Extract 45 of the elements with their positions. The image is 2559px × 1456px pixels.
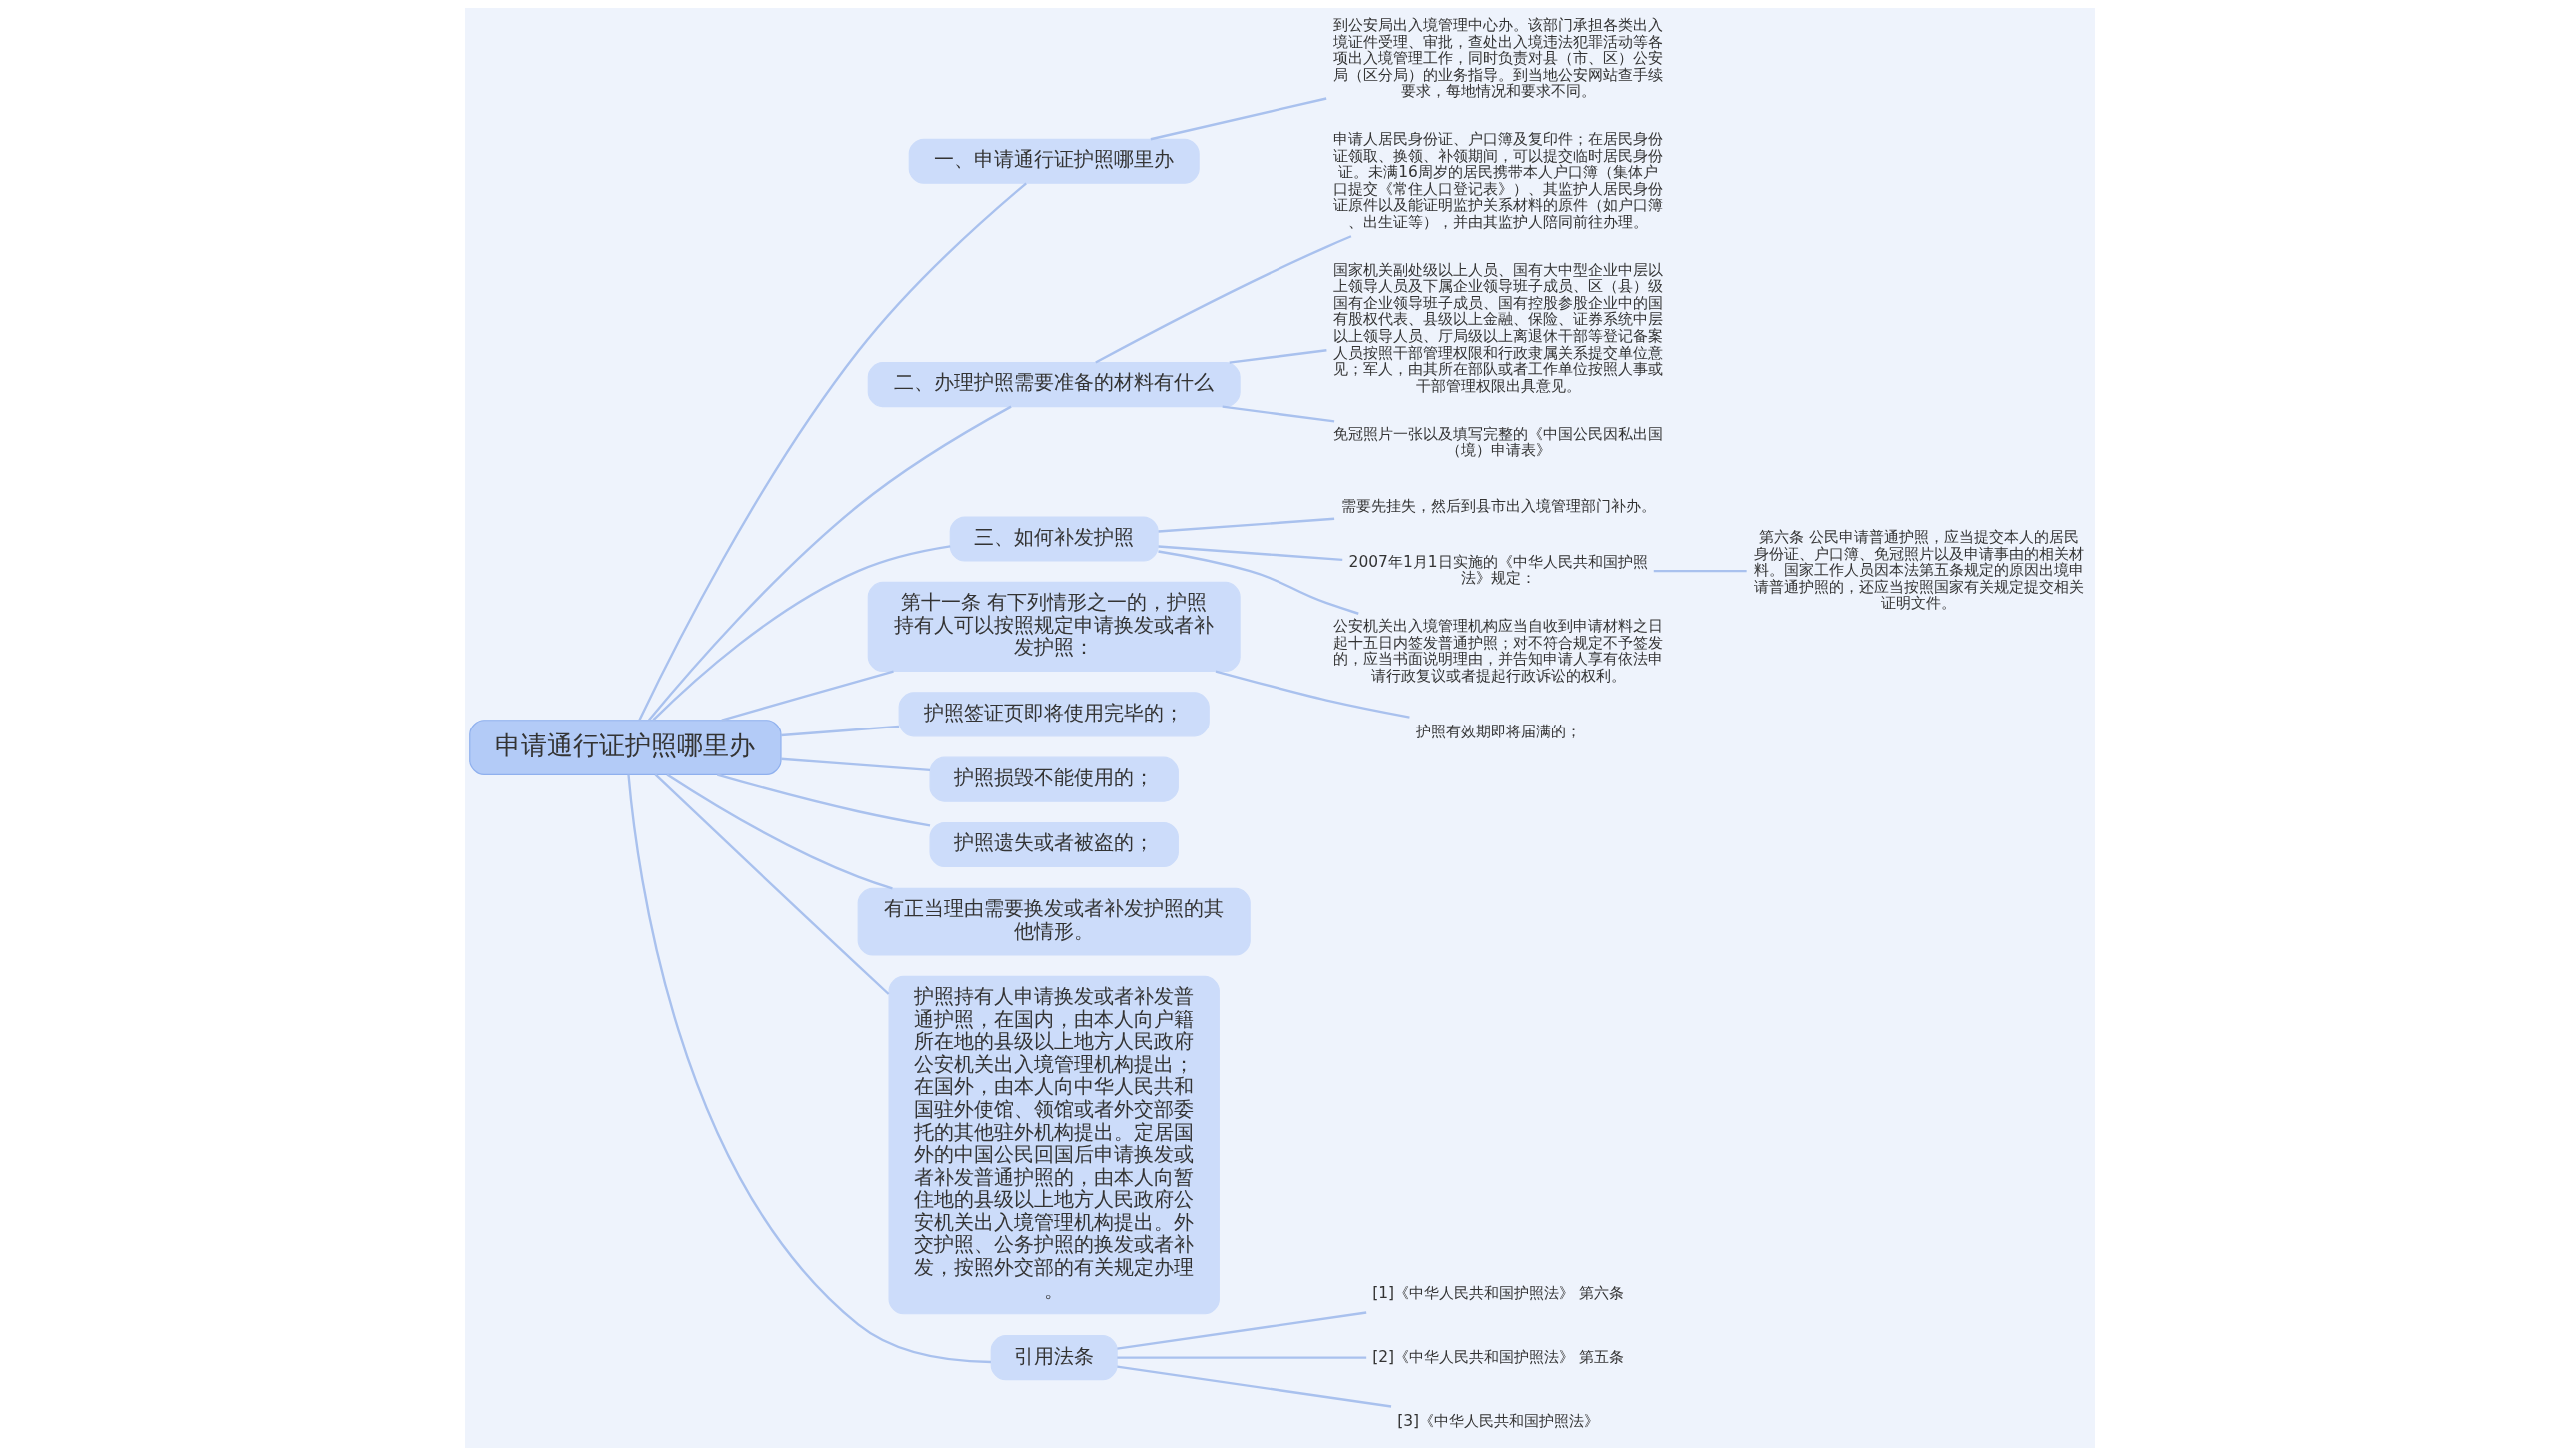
- node-box: 三、如何补发护照: [949, 516, 1159, 562]
- node-text: 2007年1月1日实施的《中华人民共和国护照法》规定：: [1348, 552, 1648, 588]
- node-text: 国家机关副处级以上人员、国有大中型企业中层以上领导人员及下属企业领导班子成员、区（县）级国有企业领导班子成员、国有控股参股企业中的国有股权代表、县级以上金融、保险、证券系统中层以上领导人员、厅局级以上离退休干部等登记备案人员按照干部管理权限和行政隶属关系提交单位意见；军人，由其所在部队或者工作单位按照人事或干部管理权限出具意见。: [1332, 260, 1663, 396]
- node-box: 一、申请通行证护照哪里办: [908, 138, 1200, 184]
- connector: [626, 774, 991, 1364]
- node-text: 申请人居民身份证、户口簿及复印件；在居民身份证领取、换领、补领期间，可以提交临时居民身份证。未满16周岁的居民携带本人户口簿（集体户口提交《常住人口登记表》）、其监护人居民身份证原件以及能证明监护关系材料的原件（如户口簿、出生证等），并由其监护人陪同前往办理。: [1332, 129, 1663, 232]
- connector: [665, 773, 893, 890]
- node-text: 到公安局出入境管理中心办。该部门承担各类出入境证件受理、审批，查处出入境违法犯罪活动等各项出入境管理工作，同时负责对县（市、区）公安局（区分局）的业务指导。到当地公安网站查手续要求，每地情况和要求不同。: [1332, 15, 1663, 101]
- node-text: [1]《中华人民共和国护照法》 第六条: [1371, 1283, 1624, 1302]
- connector: [1116, 1365, 1391, 1408]
- connector: [647, 405, 1012, 722]
- connector: [1215, 670, 1410, 719]
- node-box: 有正当理由需要换发或者补发护照的其他情形。: [857, 887, 1251, 956]
- connector: [1150, 97, 1326, 141]
- node-box: 护照签证页即将使用完毕的；: [898, 692, 1210, 737]
- node-text: 第六条 公民申请普通护照，应当提交本人的居民身份证、户口簿、免冠照片以及申请事由的相关材料。国家工作人员因本法第五条规定的原因出境申请普通护照的，还应当按照国家有关规定提交相关证明文件。: [1753, 527, 2084, 613]
- node-text: 护照有效期即将届满的；: [1415, 722, 1581, 740]
- connector: [637, 182, 1027, 722]
- connector: [1158, 517, 1334, 533]
- node-text: 需要先挂失，然后到县市出入境管理部门补办。: [1340, 496, 1656, 515]
- node-box: 申请通行证护照哪里办: [468, 720, 782, 775]
- connector: [654, 773, 889, 995]
- node-text: [3]《中华人民共和国护照法》: [1396, 1411, 1599, 1430]
- connector: [1157, 550, 1359, 615]
- connector: [1116, 1356, 1366, 1359]
- node-text: [2]《中华人民共和国护照法》 第五条: [1371, 1347, 1624, 1366]
- connector: [1094, 235, 1351, 364]
- node-box: 引用法条: [990, 1335, 1118, 1381]
- connector: [651, 545, 950, 722]
- node-box: 第十一条 有下列情形之一的，护照持有人可以按照规定申请换发或者补发护照：: [867, 581, 1241, 673]
- node-text: 免冠照片一张以及填写完整的《中国公民因私出国（境）申请表》: [1332, 424, 1663, 460]
- connector: [780, 725, 899, 737]
- connector: [716, 773, 930, 827]
- connector: [1653, 569, 1747, 573]
- connector: [780, 757, 930, 772]
- node-box: 护照持有人申请换发或者补发普通护照，在国内，由本人向户籍所在地的县级以上地方人民政府公安机关出入境管理机构提出；在国外，由本人向中华人民共和国驻外使馆、领馆或者外交部委托的其他驻外机构提出。定居国外的中国公民回国后申请换发或者补发普通护照的，由本人向暂住地的县级以上地方人民政府公安机关出入境管理机构提出。外交护照、公务护照的换发或者补发，按照外交部的有关规定办理。: [888, 975, 1220, 1315]
- node-text: 公安机关出入境管理机构应当自收到申请材料之日起十五日内签发普通护照；对不符合规定不予签发的，应当书面说明理由，并告知申请人享有依法申请行政复议或者提起行政诉讼的权利。: [1332, 616, 1663, 685]
- connector: [1229, 349, 1327, 364]
- node-box: 护照遗失或者被盗的；: [928, 821, 1179, 868]
- connector: [1158, 545, 1342, 562]
- connector: [1116, 1311, 1366, 1350]
- connector: [1222, 405, 1334, 423]
- node-box: 二、办理护照需要准备的材料有什么: [867, 362, 1241, 408]
- connector: [720, 670, 894, 722]
- node-box: 护照损毁不能使用的；: [928, 756, 1179, 802]
